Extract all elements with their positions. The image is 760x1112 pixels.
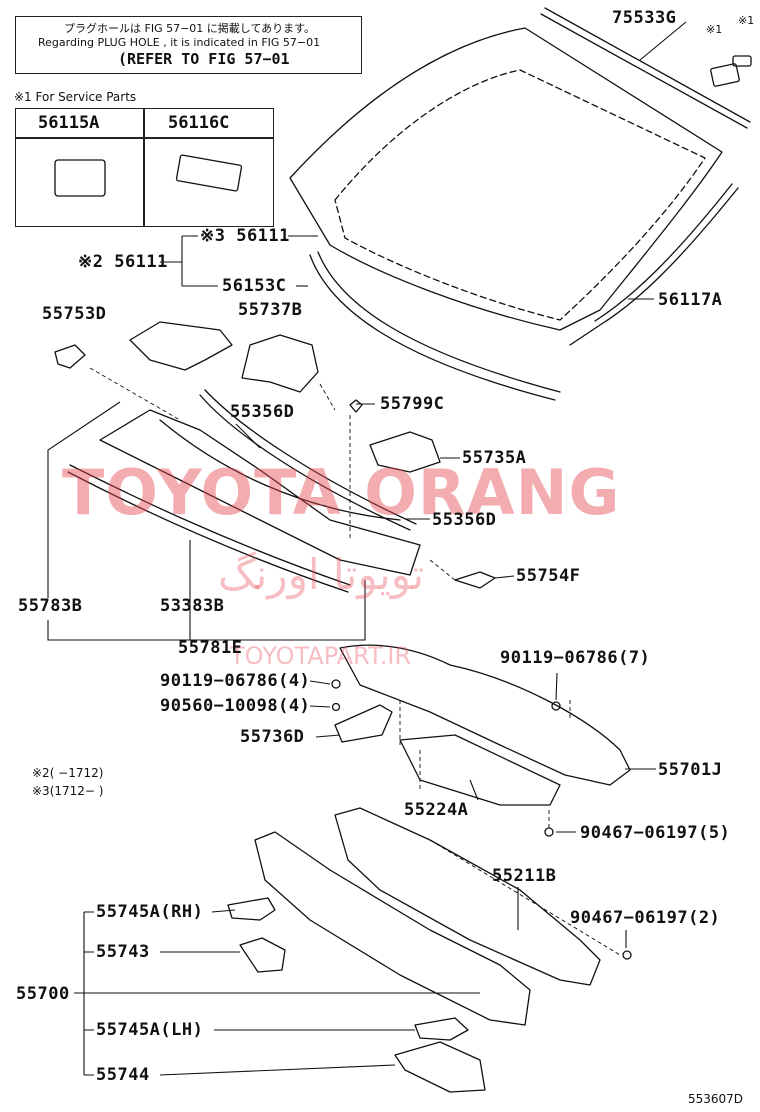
reference-en-text: Regarding PLUG HOLE , it is indicated in… — [38, 36, 321, 49]
label-53383B[interactable]: 53383B — [160, 596, 225, 616]
label-55224A[interactable]: 55224A — [404, 800, 469, 820]
clip-90467-5 — [544, 827, 554, 837]
cowl-panel-55701J — [339, 644, 631, 786]
figure-code: 553607D — [688, 1092, 744, 1106]
bolt-90119-4 — [331, 679, 341, 689]
watermark-main: TOYOTA ORANG — [62, 456, 621, 529]
label-56111-rev2[interactable]: ※2 56111 — [78, 252, 168, 272]
mark-service-1b: ※1 — [738, 14, 755, 27]
bracket-55754F — [454, 571, 496, 589]
label-55701J[interactable]: 55701J — [658, 760, 723, 780]
bracket-55753D — [54, 344, 86, 369]
label-55356D-lower[interactable]: 55356D — [432, 510, 497, 530]
clip-55799C — [349, 399, 363, 413]
label-55744[interactable]: 55744 — [96, 1065, 150, 1085]
seal-55356D-upper — [199, 389, 417, 531]
label-55745A-LH[interactable]: 55745A(LH) — [96, 1020, 204, 1040]
seal-53383B — [67, 464, 351, 593]
label-55736D[interactable]: 55736D — [240, 727, 305, 747]
label-55753D[interactable]: 55753D — [42, 304, 107, 324]
reference-refer-text: (REFER TO FIG 57−01 — [118, 50, 290, 68]
table-divider-horizontal — [16, 137, 273, 139]
panel-55211B — [334, 807, 601, 986]
bracket-55744 — [394, 1041, 486, 1093]
label-55783B[interactable]: 55783B — [18, 596, 83, 616]
label-55700[interactable]: 55700 — [16, 984, 70, 1004]
leader-lines — [47, 21, 687, 1076]
label-55799C[interactable]: 55799C — [380, 394, 445, 414]
mark-service-1a: ※1 — [706, 23, 723, 36]
glass-dam — [309, 251, 561, 401]
nut-90560 — [331, 702, 341, 712]
label-90560-10098-4[interactable]: 90560−10098(4) — [160, 696, 311, 716]
label-56153C[interactable]: 56153C — [222, 276, 287, 296]
label-56117A[interactable]: 56117A — [658, 290, 723, 310]
label-55754F[interactable]: 55754F — [516, 566, 581, 586]
label-55745A-RH[interactable]: 55745A(RH) — [96, 902, 204, 922]
service-parts-table: 56115A 56116C — [15, 108, 274, 227]
panel-upper — [129, 321, 233, 371]
label-55356D-upper[interactable]: 55356D — [230, 402, 295, 422]
label-55211B[interactable]: 55211B — [492, 866, 557, 886]
label-90467-06197-2[interactable]: 90467−06197(2) — [570, 908, 721, 928]
service-part-b — [175, 154, 243, 192]
service-part-label-2: 56116C — [168, 113, 230, 133]
clip-56116C — [732, 55, 752, 67]
service-part-a — [54, 159, 106, 197]
label-90467-06197-5[interactable]: 90467−06197(5) — [580, 823, 731, 843]
panel-55700 — [254, 831, 531, 1026]
bracket-55745A-RH — [227, 897, 276, 921]
label-75533G[interactable]: 75533G — [612, 8, 677, 28]
clip-56115A — [710, 63, 740, 87]
footnote-rev3: ※3(1712− ) — [32, 784, 104, 798]
service-note: ※1 For Service Parts — [14, 90, 137, 104]
reference-jp-text: プラグホールは FIG 57−01 に掲載してあります。 — [64, 22, 316, 35]
label-90119-06786-4[interactable]: 90119−06786(4) — [160, 671, 311, 691]
side-moulding — [569, 183, 739, 346]
cowl-louver — [99, 409, 421, 576]
clip-90467-2 — [622, 950, 632, 960]
reference-box: プラグホールは FIG 57−01 に掲載してあります。 Regarding P… — [15, 16, 362, 74]
service-part-label-1: 56115A — [38, 113, 100, 133]
panel-55224A — [399, 734, 561, 806]
footnote-rev2: ※2( −1712) — [32, 766, 104, 780]
label-55735A[interactable]: 55735A — [462, 448, 527, 468]
bracket-55737B — [241, 334, 319, 393]
watermark-site: TOYOTAPART.IR — [230, 642, 412, 670]
watermark-persian: تویوتا اورنگ — [218, 550, 425, 599]
bolt-90119-7 — [551, 701, 561, 711]
label-55781E[interactable]: 55781E — [178, 638, 243, 658]
roof-moulding — [540, 7, 751, 129]
label-55737B[interactable]: 55737B — [238, 300, 303, 320]
bracket-55743 — [239, 937, 286, 973]
label-56111-rev3[interactable]: ※3 56111 — [200, 226, 290, 246]
windshield-glass — [289, 27, 723, 331]
dashed-guides — [89, 367, 621, 956]
table-divider-vertical — [143, 109, 145, 226]
bracket-55745A-LH — [414, 1017, 469, 1041]
label-90119-06786-7[interactable]: 90119−06786(7) — [500, 648, 651, 668]
label-55743[interactable]: 55743 — [96, 942, 150, 962]
seal-55356D-lower — [159, 419, 401, 521]
bracket-55735A — [369, 431, 441, 473]
bracket-55736D — [334, 704, 393, 743]
